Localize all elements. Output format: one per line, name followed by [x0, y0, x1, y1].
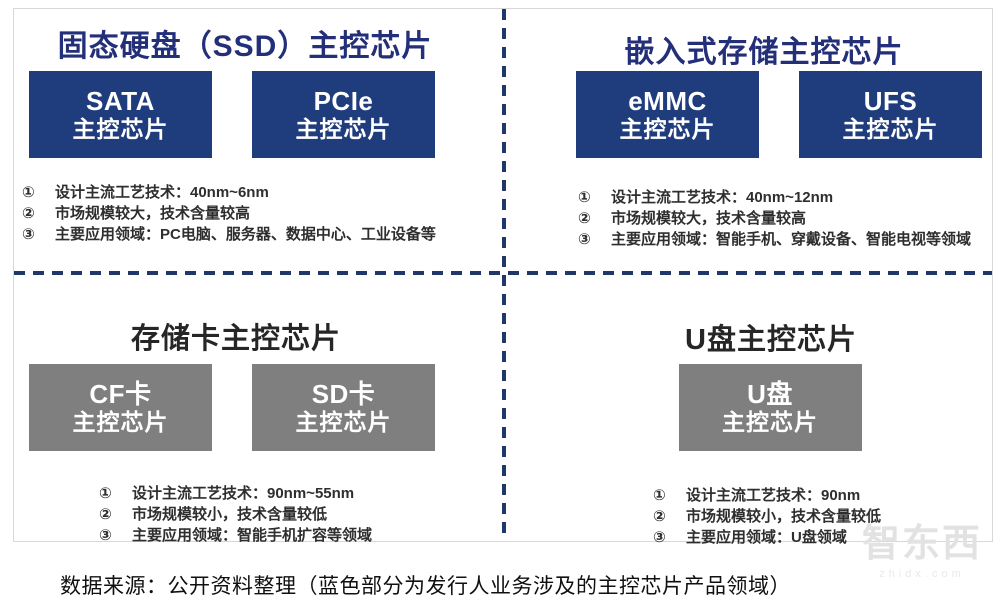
chip-box-label-line1: eMMC [628, 85, 707, 116]
quadrant-title-embedded: 嵌入式存储主控芯片 [624, 36, 904, 69]
quadrant-title-usb-drive: U盘主控芯片 [685, 324, 857, 356]
notes-list: ① 设计主流工艺技术：40nm~6nm ② 市场规模较大，技术含量较高 ③ 主要… [22, 182, 436, 245]
note-number: ③ [578, 231, 591, 248]
note-number: ③ [653, 529, 666, 546]
note-number: ③ [99, 527, 112, 544]
notes-list: ① 设计主流工艺技术：90nm ② 市场规模较小，技术含量较低 ③ 主要应用领域… [653, 485, 881, 548]
chip-box-label-line2: 主控芯片 [619, 116, 716, 143]
chip-box-sata: SATA 主控芯片 [29, 71, 212, 158]
note-item: ① 设计主流工艺技术：40nm~12nm [578, 187, 971, 208]
note-text: 设计主流工艺技术：40nm~6nm [55, 184, 269, 201]
zhidx-watermark: 智东西 zhidx.com [852, 523, 992, 580]
chip-box-emmc: eMMC 主控芯片 [576, 71, 759, 158]
note-number: ② [99, 506, 112, 523]
note-text: 主要应用领域：PC电脑、服务器、数据中心、工业设备等 [55, 226, 436, 243]
quadrant-ssd: 固态硬盘（SSD）主控芯片 SATA 主控芯片 PCIe 主控芯片 ① 设计主流… [14, 9, 502, 271]
chip-box-label-line1: CF卡 [89, 378, 152, 409]
quadrant-memory-card: 存储卡主控芯片 CF卡 主控芯片 SD卡 主控芯片 ① 设计主流工艺技术：90n… [14, 275, 502, 544]
note-text: 市场规模较小，技术含量较低 [132, 506, 328, 523]
chip-box-label-line1: U盘 [747, 378, 793, 409]
chip-box-label-line1: SD卡 [311, 378, 376, 409]
note-text: 主要应用领域：智能手机扩容等领域 [132, 527, 373, 544]
chip-box-label-line1: SATA [86, 85, 155, 116]
note-text: 设计主流工艺技术：40nm~12nm [611, 189, 834, 206]
chip-box-label-line2: 主控芯片 [842, 116, 939, 143]
quadrant-usb-drive: U盘主控芯片 U盘 主控芯片 ① 设计主流工艺技术：90nm ② 市场规模较小，… [506, 275, 992, 546]
chip-box-label-line2: 主控芯片 [72, 116, 169, 143]
chip-box-label-line1: PCIe [313, 85, 374, 116]
chip-box-row: SATA 主控芯片 PCIe 主控芯片 [0, 71, 476, 158]
chip-box-sd-card: SD卡 主控芯片 [252, 364, 435, 451]
chip-box-ufs: UFS 主控芯片 [799, 71, 982, 158]
note-item: ② 市场规模较小，技术含量较低 [653, 506, 881, 527]
note-text: 市场规模较大，技术含量较高 [55, 205, 251, 222]
note-item: ② 市场规模较大，技术含量较高 [578, 208, 971, 229]
chip-box-cf-card: CF卡 主控芯片 [29, 364, 212, 451]
note-number: ① [578, 189, 591, 206]
note-text: 市场规模较大，技术含量较高 [611, 210, 807, 227]
note-number: ① [22, 184, 35, 201]
note-number: ③ [22, 226, 35, 243]
data-source-caption: 数据来源：公开资料整理（蓝色部分为发行人业务涉及的主控芯片产品领域） [60, 574, 791, 598]
note-item: ② 市场规模较大，技术含量较高 [22, 203, 436, 224]
chart-frame: 固态硬盘（SSD）主控芯片 SATA 主控芯片 PCIe 主控芯片 ① 设计主流… [13, 8, 993, 546]
chip-box-row: eMMC 主控芯片 UFS 主控芯片 [536, 71, 1000, 158]
note-item: ③ 主要应用领域：PC电脑、服务器、数据中心、工业设备等 [22, 224, 436, 245]
note-number: ② [653, 508, 666, 525]
quadrant-title-ssd: 固态硬盘（SSD）主控芯片 [57, 30, 433, 63]
chip-box-label-line2: 主控芯片 [295, 116, 392, 143]
chip-box-label-line1: UFS [863, 85, 918, 116]
note-text: 设计主流工艺技术：90nm [686, 487, 861, 504]
chip-box-label-line2: 主控芯片 [295, 409, 392, 436]
watermark-domain: zhidx.com [879, 567, 965, 580]
note-number: ① [653, 487, 666, 504]
note-number: ① [99, 485, 112, 502]
notes-list: ① 设计主流工艺技术：90nm~55nm ② 市场规模较小，技术含量较低 ③ 主… [99, 483, 372, 546]
note-text: 主要应用领域：智能手机、穿戴设备、智能电视等领域 [611, 231, 972, 248]
note-text: 市场规模较小，技术含量较低 [686, 508, 882, 525]
watermark-brand: 智东西 [861, 523, 982, 565]
note-item: ① 设计主流工艺技术：90nm [653, 485, 881, 506]
chip-box-label-line2: 主控芯片 [72, 409, 169, 436]
notes-list: ① 设计主流工艺技术：40nm~12nm ② 市场规模较大，技术含量较高 ③ 主… [578, 187, 971, 250]
note-item: ② 市场规模较小，技术含量较低 [99, 504, 372, 525]
quadrant-embedded-storage: 嵌入式存储主控芯片 eMMC 主控芯片 UFS 主控芯片 ① 设计主流工艺技术：… [506, 9, 992, 271]
note-number: ② [578, 210, 591, 227]
chip-box-label-line2: 主控芯片 [722, 409, 818, 436]
note-item: ① 设计主流工艺技术：40nm~6nm [22, 182, 436, 203]
note-item: ① 设计主流工艺技术：90nm~55nm [99, 483, 372, 504]
horizontal-dashed-divider [14, 271, 992, 275]
chip-box-row: CF卡 主控芯片 SD卡 主控芯片 [0, 364, 476, 451]
note-text: 主要应用领域：U盘领域 [686, 529, 847, 546]
chip-box-pcie: PCIe 主控芯片 [252, 71, 435, 158]
note-item: ③ 主要应用领域：智能手机扩容等领域 [99, 525, 372, 546]
note-item: ③ 主要应用领域：U盘领域 [653, 527, 881, 548]
note-item: ③ 主要应用领域：智能手机、穿戴设备、智能电视等领域 [578, 229, 971, 250]
chip-box-row: U盘 主控芯片 [527, 364, 1000, 451]
note-number: ② [22, 205, 35, 222]
vertical-dashed-divider [502, 9, 506, 541]
quadrant-title-memory-card: 存储卡主控芯片 [130, 323, 341, 355]
note-text: 设计主流工艺技术：90nm~55nm [132, 485, 355, 502]
chip-box-usb-drive: U盘 主控芯片 [678, 364, 862, 451]
